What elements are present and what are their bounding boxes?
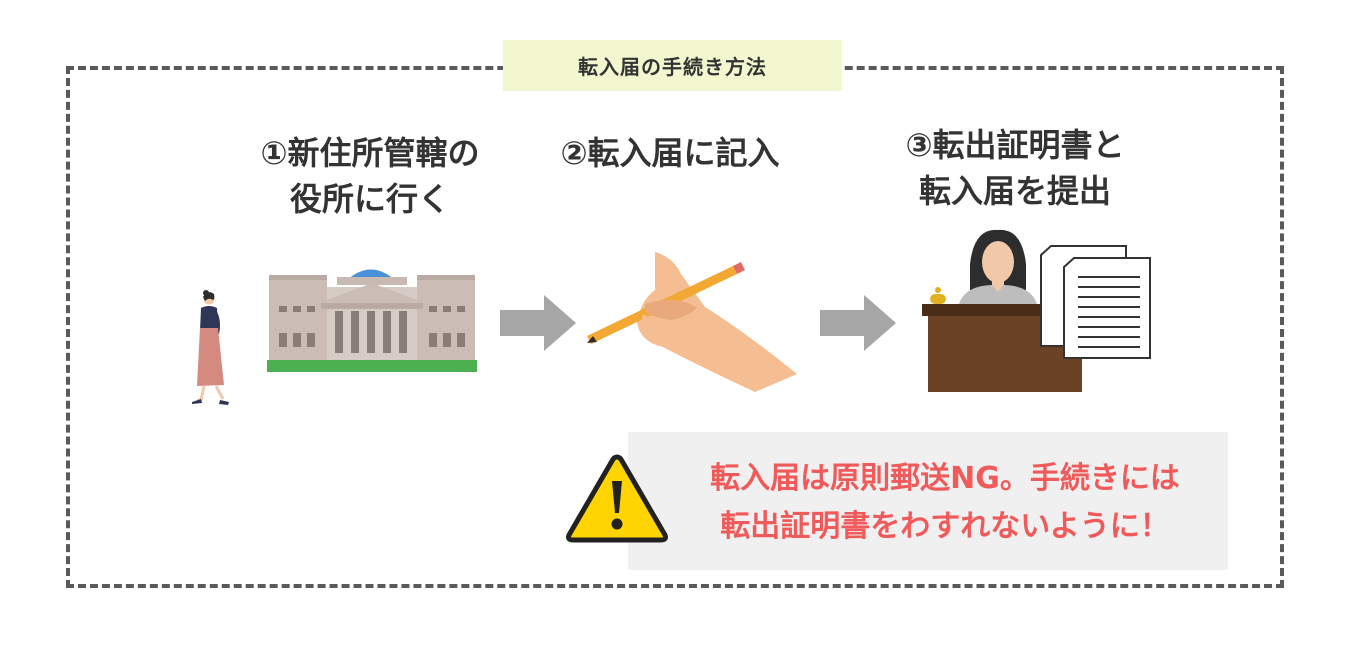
- warning-icon: [566, 454, 668, 543]
- reception-desk-icon: [922, 229, 1084, 392]
- documents-icon: [1040, 245, 1151, 359]
- step-3-line-2: 転入届を提出: [918, 172, 1111, 210]
- step-1-line-1: ①新住所管轄の: [260, 134, 480, 172]
- arrow-right-icon: [820, 295, 896, 351]
- step-2-label: ②転入届に記入: [520, 130, 820, 176]
- arrow-right-icon: [500, 295, 576, 351]
- step-2-line-1: ②転入届に記入: [560, 134, 780, 172]
- step-1-line-2: 役所に行く: [289, 180, 450, 218]
- hand-writing-icon: [587, 252, 797, 392]
- warning-line-1: 転入届は原則郵送NG。手続きには: [710, 461, 1180, 496]
- warning-box: [628, 432, 1228, 570]
- walking-woman-icon: [192, 290, 229, 405]
- diagram-title: 転入届の手続き方法: [503, 40, 842, 91]
- city-hall-icon: [267, 269, 477, 372]
- warning-text: 転入届は原則郵送NG。手続きには 転出証明書をわすれないように！: [685, 455, 1205, 551]
- step-3-label: ③転出証明書と 転入届を提出: [850, 122, 1180, 214]
- step-1-label: ①新住所管轄の 役所に行く: [205, 130, 535, 222]
- step-3-line-1: ③転出証明書と: [905, 126, 1125, 164]
- warning-line-2: 転出証明書をわすれないように！: [720, 509, 1170, 544]
